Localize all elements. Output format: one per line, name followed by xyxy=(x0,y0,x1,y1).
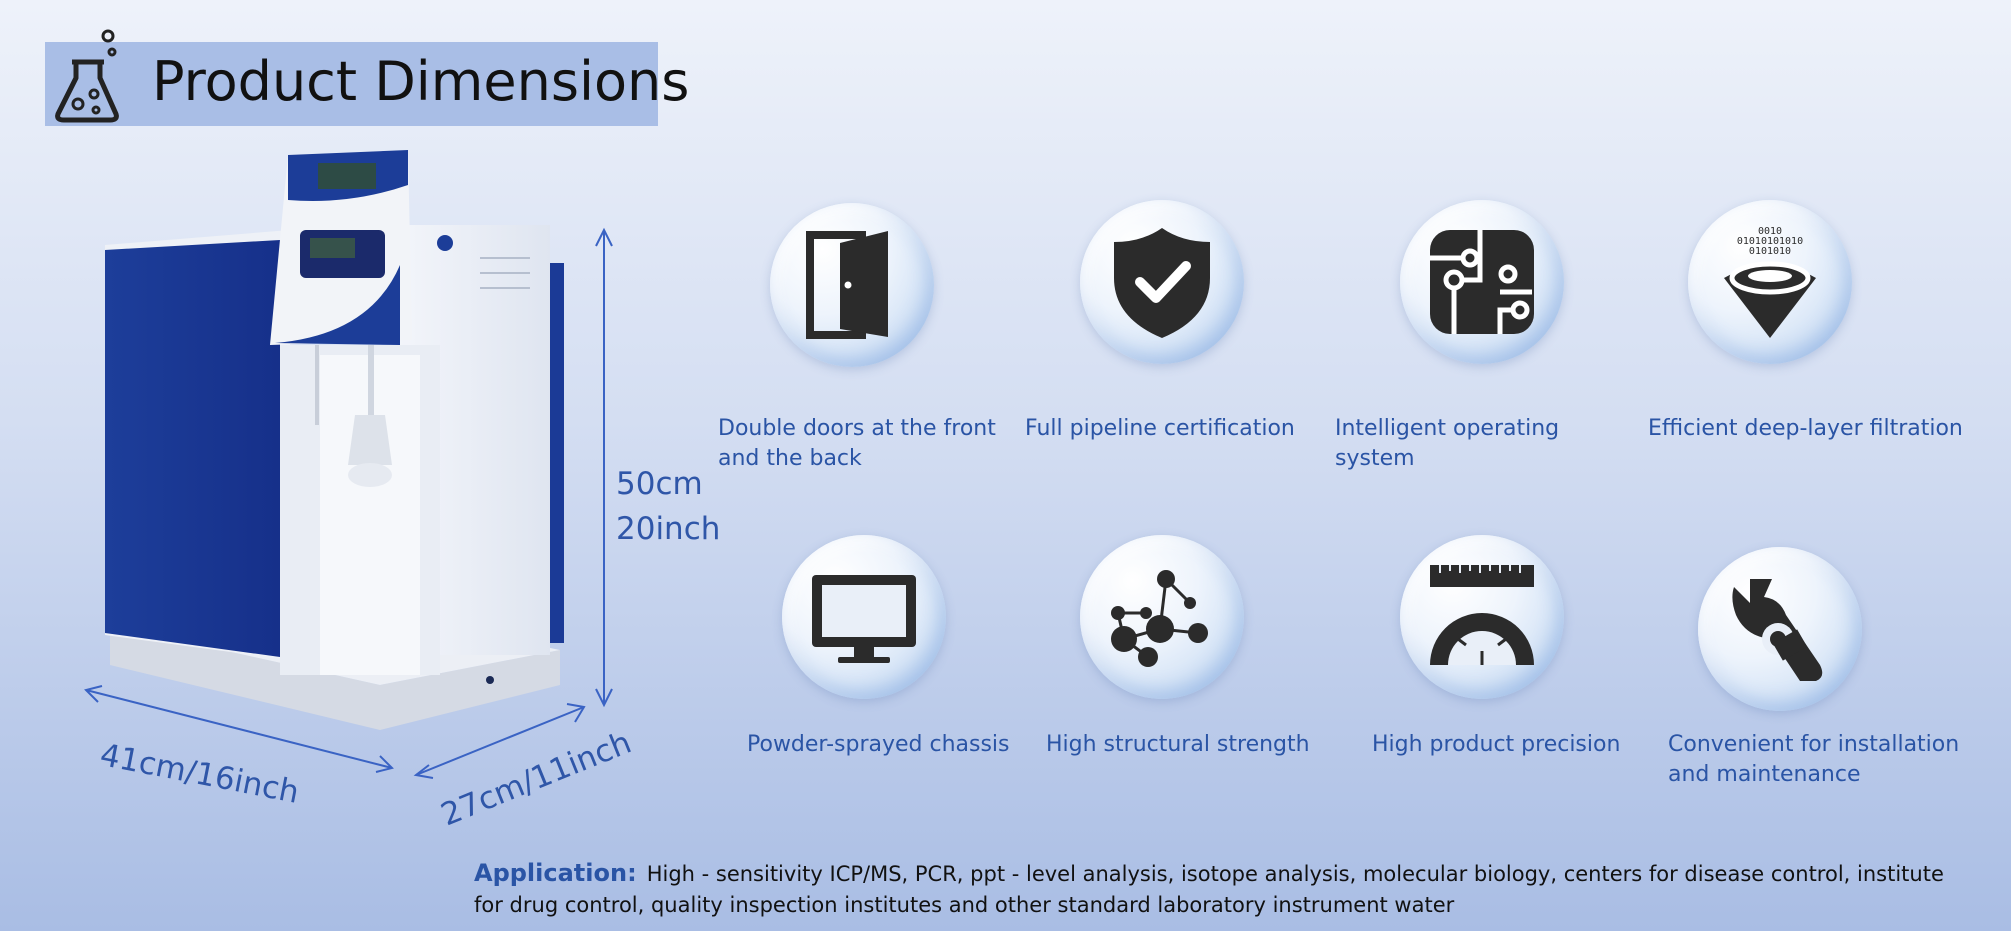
svg-text:0101010: 0101010 xyxy=(1749,246,1791,257)
feature-label-strength: High structural strength xyxy=(1046,732,1310,757)
feature-label-filtration: Efficient deep-layer filtration xyxy=(1648,416,1963,441)
circuit-chip-icon xyxy=(1430,230,1534,334)
water-purifier-image xyxy=(105,150,564,730)
feature-bubble-pipeline xyxy=(1080,200,1244,364)
filter-funnel-icon: 0010 01010101010 0101010 xyxy=(1724,226,1816,338)
feature-bubble-double-doors xyxy=(770,203,934,367)
height-dimension: 50cm 20inch xyxy=(616,462,720,552)
svg-text:01010101010: 01010101010 xyxy=(1737,236,1803,247)
monitor-icon xyxy=(812,575,916,663)
feature-bubble-chassis xyxy=(782,535,946,699)
feature-bubble-strength xyxy=(1080,535,1244,699)
application-text: High - sensitivity ICP/MS, PCR, ppt - le… xyxy=(474,862,1944,917)
protractor-icon xyxy=(1430,565,1534,665)
feature-label-pipeline: Full pipeline certification xyxy=(1025,416,1295,441)
feature-bubble-filtration: 0010 01010101010 0101010 xyxy=(1688,200,1852,364)
flask-icon xyxy=(55,29,119,123)
feature-label-precision: High product precision xyxy=(1372,732,1621,757)
feature-label-operating-system: Intelligent operating system xyxy=(1335,416,1560,471)
application-label: Application: xyxy=(474,859,637,887)
height-inch-label: 20inch xyxy=(616,511,721,547)
molecule-icon xyxy=(1111,570,1208,667)
feature-bubble-operating-system xyxy=(1400,200,1564,364)
feature-label-double-doors: Double doors at the front and the back xyxy=(718,416,996,471)
feature-label-maintenance: Convenient for installation and maintena… xyxy=(1668,732,1960,787)
shield-check-icon xyxy=(1114,228,1210,338)
svg-text:0010: 0010 xyxy=(1758,226,1782,237)
title-band xyxy=(45,42,658,126)
page-title: Product Dimensions xyxy=(152,50,690,113)
wrench-gear-icon xyxy=(1732,579,1823,681)
application-section: Application:High - sensitivity ICP/MS, P… xyxy=(474,858,1964,921)
door-icon xyxy=(806,231,888,339)
height-cm-label: 50cm xyxy=(616,466,703,502)
feature-bubble-precision xyxy=(1400,535,1564,699)
feature-bubble-maintenance xyxy=(1698,547,1862,711)
feature-label-chassis: Powder-sprayed chassis xyxy=(747,732,1010,757)
